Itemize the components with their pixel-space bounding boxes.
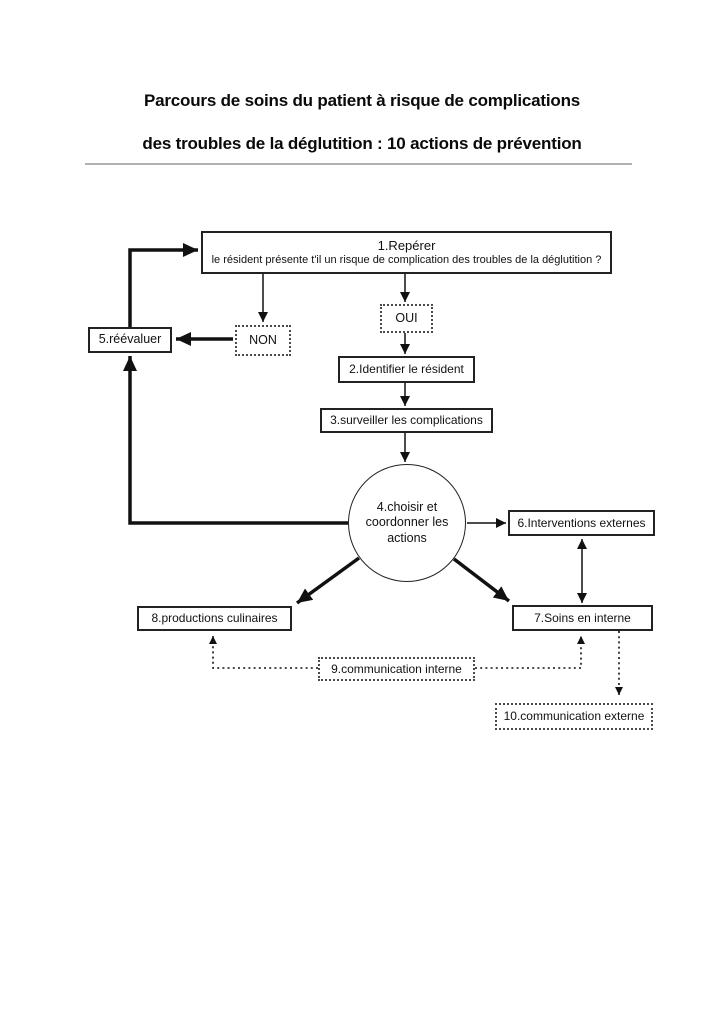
flow-node-non-label: NON — [249, 332, 277, 347]
arrow-reevaluer-to-reperer — [128, 243, 198, 327]
flow-node-identifier-label: 2.Identifier le résident — [349, 362, 464, 376]
flow-node-surveiller-label: 3.surveiller les complications — [330, 413, 483, 427]
flow-node-interventions-externes: 6.Interventions externes — [508, 510, 655, 536]
flow-node-communication-interne-label: 9.communication interne — [331, 661, 462, 676]
flow-node-reperer: 1.Repérer le résident présente t'il un r… — [201, 231, 612, 274]
flow-node-non: NON — [235, 325, 291, 356]
title-separator-line — [85, 163, 632, 165]
page-title-line-1: Parcours de soins du patient à risque de… — [143, 91, 581, 110]
flow-node-choisir-label: 4.choisir et coordonner les actions — [365, 499, 449, 545]
flow-node-reperer-title: 1.Repérer — [377, 237, 436, 253]
arrow-communication-interne-to-soins — [475, 636, 585, 669]
page-title-line-2: des troubles de la déglutition : 10 acti… — [142, 134, 582, 153]
arrow-communication-interne-to-productions — [209, 636, 318, 669]
flow-node-communication-externe: 10.communication externe — [495, 703, 653, 730]
flow-node-productions-culinaires: 8.productions culinaires — [137, 606, 292, 631]
flow-node-communication-externe-label: 10.communication externe — [503, 709, 645, 723]
flow-node-communication-interne: 9.communication interne — [318, 657, 475, 681]
flow-node-reperer-question: le résident présente t'il un risque de c… — [211, 253, 602, 266]
flow-node-oui-label: OUI — [395, 310, 418, 325]
flow-node-productions-culinaires-label: 8.productions culinaires — [151, 611, 278, 625]
arrow-choisir-to-productions — [295, 556, 361, 605]
flow-node-choisir-circle: 4.choisir et coordonner les actions — [348, 464, 466, 582]
flow-node-surveiller: 3.surveiller les complications — [320, 408, 493, 433]
flow-node-reevaluer-label: 5.réévaluer — [98, 332, 162, 347]
flow-node-interventions-externes-label: 6.Interventions externes — [517, 515, 646, 530]
flow-node-soins-en-interne: 7.Soins en interne — [512, 605, 653, 631]
flow-node-oui: OUI — [380, 304, 433, 333]
flow-node-identifier: 2.Identifier le résident — [338, 356, 475, 383]
arrow-choisir-to-soins — [452, 557, 511, 603]
arrow-choisir-to-reevaluer — [123, 356, 348, 525]
flow-node-reevaluer: 5.réévaluer — [88, 327, 172, 353]
flow-node-soins-en-interne-label: 7.Soins en interne — [534, 610, 631, 625]
